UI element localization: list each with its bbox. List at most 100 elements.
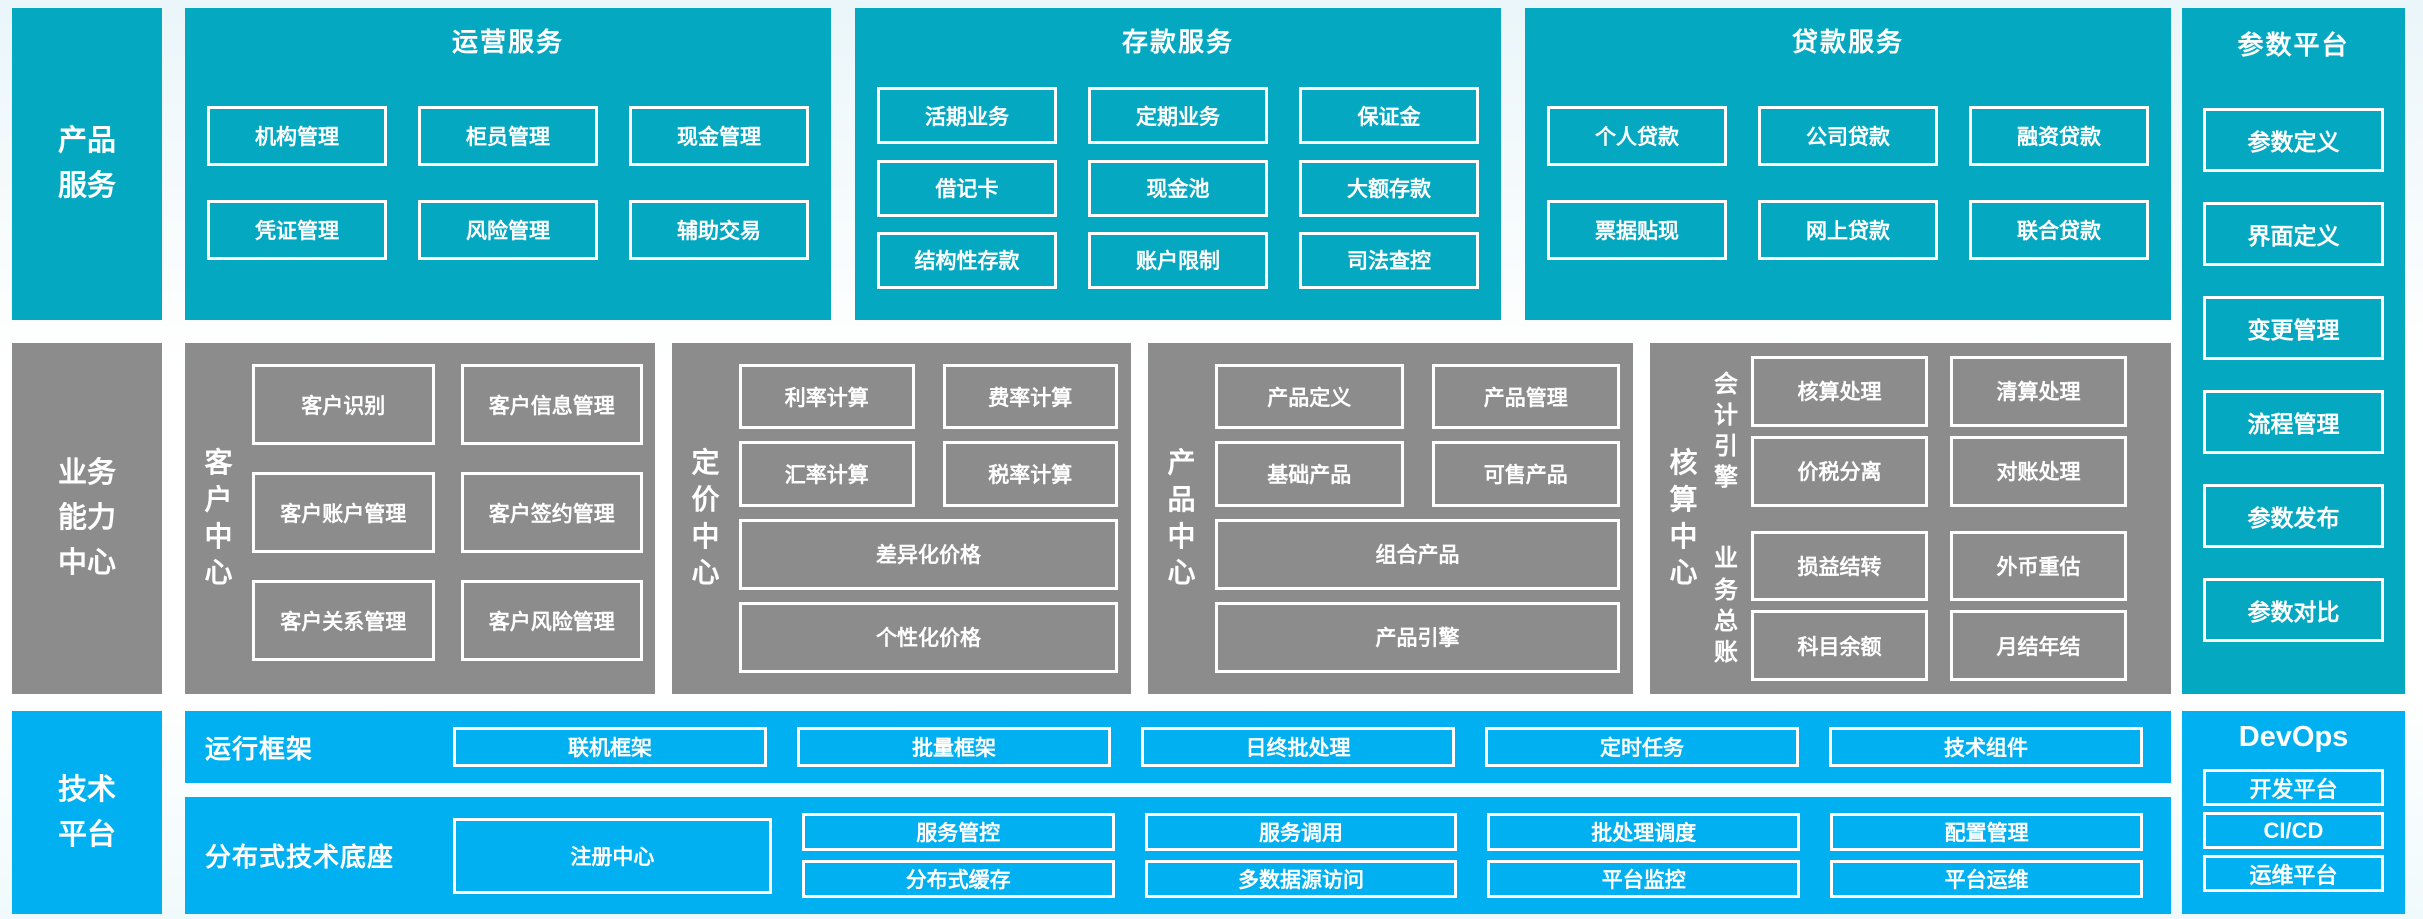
parameter-box: 参数发布 [2203, 484, 2384, 548]
service-box: 凭证管理 [207, 200, 387, 260]
service-box: 保证金 [1299, 87, 1479, 145]
service-box: 现金管理 [629, 106, 809, 166]
parameter-box: 参数对比 [2203, 578, 2384, 642]
operations-services-title: 运营服务 [451, 26, 564, 57]
distributed-base-band: 分布式技术底座 注册中心 服务管控 分布式缓存 服务调用 多数据源访问 批处理调… [185, 797, 2171, 914]
service-box: 定期业务 [1088, 87, 1268, 145]
pricing-center-grid: 利率计算 费率计算 汇率计算 税率计算 差异化价格 个性化价格 [723, 343, 1131, 694]
capability-box: 基础产品 [1215, 441, 1404, 507]
product-services-row: 运营服务 机构管理 柜员管理 现金管理 凭证管理 风险管理 辅助交易 存款服务 [185, 8, 2171, 320]
devops-title: DevOps [2238, 720, 2349, 753]
parameter-box: 界面定义 [2203, 202, 2384, 266]
loan-services-block: 贷款服务 个人贷款 公司贷款 融资贷款 票据贴现 网上贷款 联合贷款 [1525, 8, 2171, 320]
devops-block: DevOps 开发平台 CI/CD 运维平台 [2182, 711, 2405, 914]
capability-box: 客户关系管理 [252, 580, 435, 661]
capability-box: 客户信息管理 [460, 364, 643, 445]
loan-services-title: 贷款服务 [1791, 26, 1904, 57]
capability-box: 汇率计算 [739, 441, 915, 507]
tech-box: 联机框架 [453, 727, 767, 767]
tech-box: 服务调用 [1144, 813, 1458, 851]
pricing-center-block: 定价中心 利率计算 费率计算 汇率计算 税率计算 差异化价格 个性化价格 [672, 343, 1131, 694]
tech-box: 定时任务 [1485, 727, 1799, 767]
technology-platform-row: 运行框架 联机框架 批量框架 日终批处理 定时任务 技术组件 分布式技术底座 注… [185, 711, 2171, 914]
service-box: 柜员管理 [418, 106, 598, 166]
accounting-center-label: 核算中心 [1669, 446, 1698, 589]
capability-box: 可售产品 [1431, 441, 1620, 507]
parameter-platform-title: 参数平台 [2237, 29, 2350, 60]
main-area: 运营服务 机构管理 柜员管理 现金管理 凭证管理 风险管理 辅助交易 存款服务 [185, 8, 2171, 914]
service-box: 风险管理 [418, 200, 598, 260]
parameter-box: 变更管理 [2203, 296, 2384, 360]
capability-box: 月结年结 [1950, 610, 2127, 681]
capability-bar: 产品引擎 [1215, 601, 1620, 673]
distributed-base-label: 分布式技术底座 [205, 842, 395, 872]
tech-box: 批量框架 [797, 727, 1111, 767]
business-capability-row: 客户中心 客户识别 客户信息管理 客户账户管理 客户签约管理 客户关系管理 客户… [185, 343, 2171, 694]
row-label-column: 产品服务 业务能力中心 技术平台 [12, 8, 162, 914]
customer-center-block: 客户中心 客户识别 客户信息管理 客户账户管理 客户签约管理 客户关系管理 客户… [185, 343, 655, 694]
tech-box: 批处理调度 [1487, 813, 1801, 851]
tech-box: 技术组件 [1829, 727, 2143, 767]
capability-box: 客户账户管理 [252, 472, 435, 553]
service-box: 机构管理 [207, 106, 387, 166]
capability-box: 客户识别 [252, 364, 435, 445]
capability-box: 损益结转 [1751, 530, 1928, 602]
runtime-framework-label: 运行框架 [205, 733, 314, 764]
capability-box: 产品管理 [1431, 364, 1620, 430]
service-box: 票据贴现 [1547, 200, 1727, 260]
capability-box: 产品定义 [1215, 364, 1404, 430]
capability-bar: 差异化价格 [739, 518, 1118, 590]
business-ledger-label: 业务总账 [1714, 545, 1738, 666]
service-box: 辅助交易 [629, 200, 809, 260]
service-box: 结构性存款 [877, 231, 1057, 289]
technology-platform-label: 技术平台 [57, 773, 116, 851]
accounting-engine-label: 会计引擎 [1714, 370, 1738, 492]
customer-center-label: 客户中心 [204, 446, 233, 589]
product-center-block: 产品中心 产品定义 产品管理 基础产品 可售产品 组合产品 产品引擎 [1148, 343, 1633, 694]
tech-box: 日终批处理 [1141, 727, 1455, 767]
capability-box: 清算处理 [1950, 356, 2127, 427]
devops-box: 开发平台 [2203, 769, 2384, 806]
capability-bar: 个性化价格 [739, 601, 1118, 673]
row-label-technology-platform: 技术平台 [12, 711, 162, 914]
operations-services-block: 运营服务 机构管理 柜员管理 现金管理 凭证管理 风险管理 辅助交易 [185, 8, 831, 320]
row-label-business-capability: 业务能力中心 [12, 343, 162, 694]
capability-box: 客户风险管理 [460, 580, 643, 661]
accounting-center-content: 会计引擎 核算处理 清算处理 价税分离 对账处理 业务总账 损益结转 外币重估 [1701, 343, 2171, 694]
capability-box: 费率计算 [942, 364, 1118, 430]
registry-center-box: 注册中心 [453, 817, 772, 894]
parameter-platform-block: 参数平台 参数定义 界面定义 变更管理 流程管理 参数发布 参数对比 [2182, 8, 2405, 694]
capability-bar: 组合产品 [1215, 518, 1620, 590]
capability-box: 利率计算 [739, 364, 915, 430]
accounting-center-block: 核算中心 会计引擎 核算处理 清算处理 价税分离 对账处理 业务总账 [1650, 343, 2171, 694]
capability-box: 外币重估 [1950, 530, 2127, 602]
service-box: 账户限制 [1088, 231, 1268, 289]
service-box: 网上贷款 [1758, 200, 1938, 260]
tech-box: 分布式缓存 [801, 860, 1115, 898]
tech-box: 多数据源访问 [1144, 860, 1458, 898]
tech-box: 配置管理 [1830, 813, 2143, 851]
row-label-product-services: 产品服务 [12, 8, 162, 320]
product-center-label: 产品中心 [1167, 446, 1196, 589]
right-column: 参数平台 参数定义 界面定义 变更管理 流程管理 参数发布 参数对比 DevOp… [2182, 8, 2405, 914]
capability-box: 税率计算 [942, 441, 1118, 507]
capability-box: 对账处理 [1950, 435, 2127, 507]
loan-services-grid: 个人贷款 公司贷款 融资贷款 票据贴现 网上贷款 联合贷款 [1525, 72, 2171, 320]
tech-box: 平台运维 [1830, 860, 2143, 898]
deposit-services-title: 存款服务 [1121, 26, 1234, 57]
capability-box: 客户签约管理 [460, 472, 643, 553]
capability-box: 科目余额 [1751, 610, 1928, 681]
devops-box: CI/CD [2203, 812, 2384, 849]
operations-services-grid: 机构管理 柜员管理 现金管理 凭证管理 风险管理 辅助交易 [185, 72, 831, 320]
deposit-services-block: 存款服务 活期业务 定期业务 保证金 借记卡 现金池 大额存款 结构性存款 账户 [855, 8, 1501, 320]
service-box: 活期业务 [877, 87, 1057, 145]
product-center-grid: 产品定义 产品管理 基础产品 可售产品 组合产品 产品引擎 [1199, 343, 1633, 694]
tech-box: 平台监控 [1487, 860, 1801, 898]
accounting-engine-group: 会计引擎 核算处理 清算处理 价税分离 对账处理 [1705, 356, 2127, 507]
tech-box: 服务管控 [801, 813, 1115, 851]
pricing-center-label: 定价中心 [691, 446, 720, 589]
business-ledger-group: 业务总账 损益结转 外币重估 科目余额 月结年结 [1705, 530, 2127, 681]
service-box: 联合贷款 [1969, 200, 2149, 260]
customer-center-grid: 客户识别 客户信息管理 客户账户管理 客户签约管理 客户关系管理 客户风险管理 [236, 343, 655, 694]
runtime-framework-band: 运行框架 联机框架 批量框架 日终批处理 定时任务 技术组件 [185, 711, 2171, 783]
